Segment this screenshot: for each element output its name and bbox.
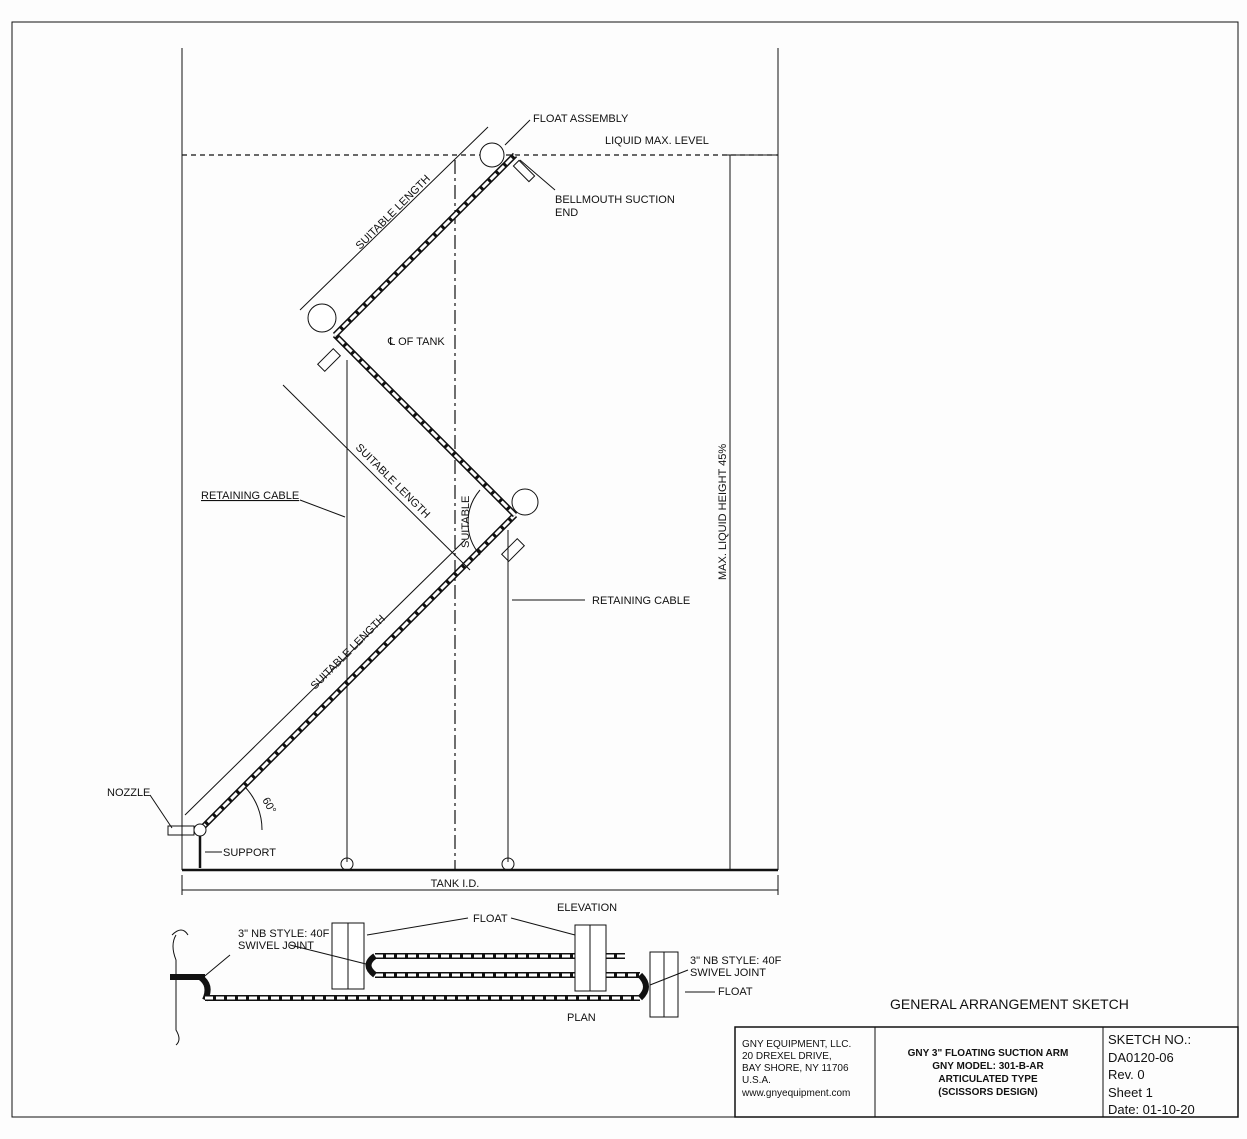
company-line-1: GNY EQUIPMENT, LLC. [742, 1039, 851, 1050]
bellmouth-label: BELLMOUTH SUCTION [555, 194, 675, 206]
suction-arm [167, 126, 539, 868]
plan-title: PLAN [567, 1012, 596, 1024]
max-liquid-height-label: MAX. LIQUID HEIGHT 45% [717, 444, 729, 580]
retaining-cable-right-label: RETAINING CABLE [592, 595, 690, 607]
swivel-left-label: 3" NB STYLE: 40F [238, 928, 330, 940]
company-website: www.gnyequipment.com [741, 1088, 850, 1099]
angle-arc [244, 786, 263, 831]
plan-float-right-label: FLOAT [718, 986, 753, 998]
dimension-lower [184, 539, 466, 816]
bellmouth-label-end: END [555, 207, 578, 219]
float-lower [511, 488, 539, 516]
company-line-3: BAY SHORE, NY 11706 [742, 1063, 849, 1074]
suitable-label: SUITABLE [460, 496, 472, 548]
dimension-middle [282, 384, 471, 571]
plan-view [170, 917, 715, 1046]
liquid-max-level-label: LIQUID MAX. LEVEL [605, 135, 709, 147]
nozzle-label: NOZZLE [107, 787, 150, 799]
description-line-1: GNY 3" FLOATING SUCTION ARM [908, 1048, 1069, 1059]
company-line-4: U.S.A. [742, 1075, 771, 1086]
description-line-2: GNY MODEL: 301-B-AR [932, 1061, 1044, 1072]
suitable-length-middle: SUITABLE LENGTH [353, 442, 432, 521]
date: Date: 01-10-20 [1108, 1102, 1195, 1117]
title-block: GNY EQUIPMENT, LLC. 20 DREXEL DRIVE, BAY… [734, 1026, 1239, 1118]
float-middle [307, 303, 337, 333]
company-line-2: 20 DREXEL DRIVE, [742, 1051, 832, 1062]
tank-id-label: TANK I.D. [431, 878, 480, 890]
tank [181, 48, 779, 895]
sheet-border [11, 21, 1239, 1118]
revision: Rev. 0 [1108, 1067, 1145, 1082]
sketch-no: DA0120-06 [1108, 1050, 1174, 1065]
bellmouth [512, 159, 536, 183]
swivel-left-label-2: SWIVEL JOINT [238, 940, 314, 952]
swivel-right-label: 3" NB STYLE: 40F [690, 955, 782, 967]
elevation-title: ELEVATION [557, 902, 617, 914]
description-line-3: ARTICULATED TYPE [938, 1074, 1038, 1085]
suitable-length-upper: SUITABLE LENGTH [354, 173, 433, 252]
swivel-right-label-2: SWIVEL JOINT [690, 967, 766, 979]
nozzle [167, 825, 195, 836]
sheet-title: GENERAL ARRANGEMENT SKETCH [890, 996, 1129, 1012]
description-line-4: (SCISSORS DESIGN) [938, 1087, 1037, 1098]
support-label: SUPPORT [223, 847, 276, 859]
plan-float-label: FLOAT [473, 913, 508, 925]
float-top [479, 142, 505, 168]
dimension-upper [299, 126, 489, 311]
angle-label: 60° [259, 796, 278, 816]
centerline-label: ℄ OF TANK [387, 336, 445, 348]
sheet-number: Sheet 1 [1108, 1085, 1153, 1100]
sketch-no-label: SKETCH NO.: [1108, 1032, 1191, 1047]
float-assembly-label: FLOAT ASSEMBLY [533, 113, 629, 125]
swivel-joint [193, 823, 207, 837]
retaining-cable-left-label: RETAINING CABLE [201, 490, 299, 502]
